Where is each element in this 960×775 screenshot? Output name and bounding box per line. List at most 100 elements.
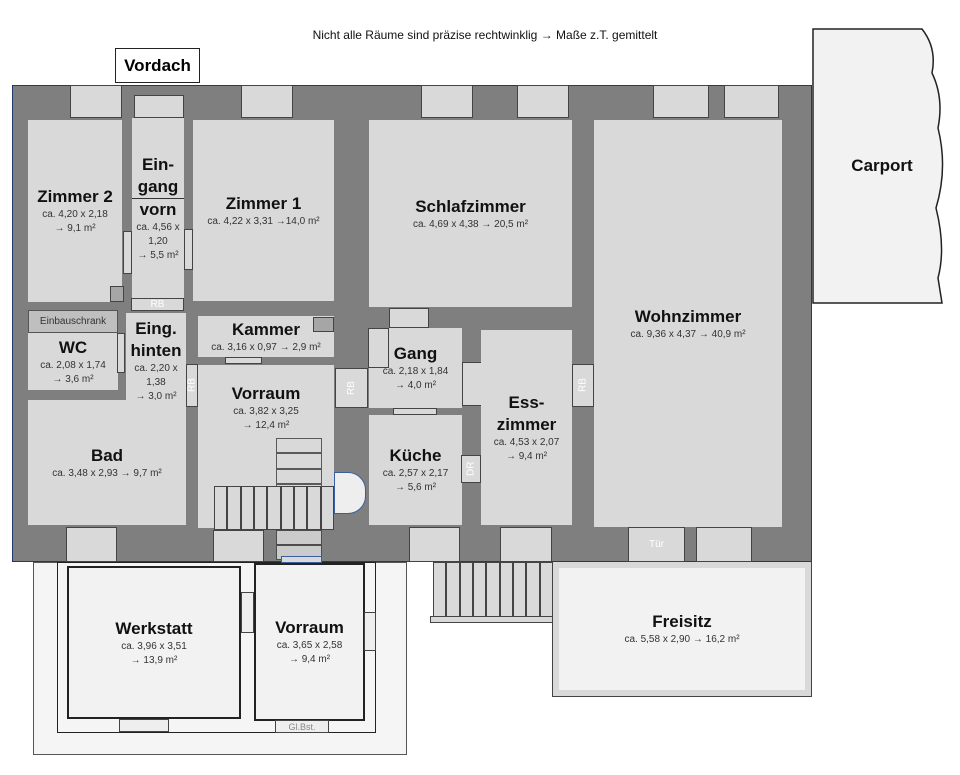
- outside-stairs: [433, 562, 553, 617]
- room-zimmer-1: Zimmer 1 ca. 4,22 x 3,31 →14,0 m²: [193, 120, 334, 301]
- room-eing-hinten: Eing. hinten ca. 2,20 x 1,38 → 3,0 m²: [126, 313, 186, 408]
- dr-label: DR: [461, 455, 481, 483]
- glass-block: Gl.Bst.: [275, 720, 329, 733]
- room-dims: ca. 4,69 x 4,38 → 20,5 m²: [412, 218, 529, 230]
- stair-step: [240, 486, 254, 530]
- room-dims: 1,38: [146, 376, 166, 388]
- room-name: zimmer: [496, 414, 557, 434]
- door: [225, 357, 262, 364]
- stair-step: [512, 562, 527, 617]
- window: [724, 85, 779, 118]
- room-name: Bad: [90, 445, 124, 465]
- room-dims: ca. 4,56 x: [136, 221, 180, 233]
- stair-step: [276, 468, 322, 484]
- room-kueche: Küche ca. 2,57 x 2,17 → 5,6 m²: [369, 415, 462, 525]
- closet: [389, 308, 429, 328]
- window: [517, 85, 569, 118]
- room-bad: Bad ca. 3,48 x 2,93 → 9,7 m²: [28, 400, 186, 525]
- room-zimmer-2: Zimmer 2 ca. 4,20 x 2,18 → 9,1 m²: [28, 120, 122, 302]
- room-name: Ess-: [508, 392, 545, 412]
- einbauschrank-label: Einbauschrank: [39, 315, 107, 327]
- stair-step: [539, 562, 553, 617]
- room-werkstatt: Werkstatt ca. 3,96 x 3,51 → 13,9 m²: [67, 566, 241, 719]
- stair-step: [276, 529, 322, 545]
- chimney: [313, 317, 334, 332]
- window: [119, 719, 169, 732]
- room-area: → 12,4 m²: [242, 420, 290, 431]
- window: [66, 527, 117, 562]
- room-area: → 13,9 m²: [130, 654, 178, 666]
- window: [364, 612, 376, 651]
- stair-step: [526, 562, 540, 617]
- room-dims: ca. 4,22 x 3,31 →14,0 m²: [207, 215, 320, 227]
- door: [462, 362, 482, 406]
- room-name: Wohnzimmer: [634, 306, 742, 326]
- terrace-door: Tür: [628, 527, 685, 562]
- room-name: Freisitz: [652, 612, 712, 631]
- stair-step: [446, 562, 460, 617]
- stair-step: [472, 562, 487, 617]
- window: [241, 85, 293, 118]
- stair-step: [486, 562, 500, 617]
- room-name: Zimmer 1: [225, 193, 302, 213]
- room-name: Vorraum: [275, 618, 344, 637]
- room-name: Zimmer 2: [37, 187, 113, 206]
- stair-step: [293, 486, 308, 530]
- room-dims: 1,20: [148, 235, 168, 247]
- stair-landing: [430, 616, 554, 623]
- plan-note: Nicht alle Räume sind präzise rechtwinkl…: [312, 28, 658, 42]
- room-name: gang: [132, 176, 184, 199]
- door: [117, 333, 125, 373]
- room-esszimmer: Ess- zimmer ca. 4,53 x 2,07 → 9,4 m²: [481, 330, 572, 525]
- room-area: → 9,1 m²: [54, 223, 96, 234]
- room-dims: ca. 4,20 x 2,18: [42, 209, 108, 220]
- carport-area: [812, 28, 944, 304]
- door: [368, 328, 389, 368]
- room-dims: ca. 2,08 x 1,74: [40, 359, 106, 371]
- door: [184, 229, 193, 270]
- door: [241, 592, 254, 633]
- einbauschrank: Einbauschrank: [28, 310, 118, 333]
- room-dims: ca. 3,65 x 2,58: [276, 640, 343, 651]
- rb-label: RB: [131, 298, 184, 311]
- room-name: Kammer: [231, 319, 301, 339]
- room-dims: ca. 4,53 x 2,07: [493, 436, 560, 448]
- room-dims: ca. 3,16 x 0,97 → 2,9 m²: [211, 341, 321, 353]
- stair-lift: [334, 472, 366, 514]
- front-door: [134, 95, 184, 118]
- room-dims: ca. 2,18 x 1,84: [382, 366, 449, 377]
- stair-step: [214, 486, 228, 530]
- room-area: → 5,5 m²: [137, 249, 179, 261]
- stair-step: [267, 486, 281, 530]
- staircase-horizontal: [214, 486, 334, 530]
- door: [281, 556, 322, 563]
- stair-step: [433, 562, 447, 617]
- window: [70, 85, 122, 118]
- room-name: Küche: [389, 446, 442, 465]
- stair-step: [227, 486, 241, 530]
- room-area: → 5,6 m²: [394, 482, 437, 493]
- stair-step: [280, 486, 294, 530]
- window: [500, 527, 552, 562]
- room-name: vorn: [139, 199, 177, 219]
- room-name: Schlafzimmer: [415, 196, 526, 216]
- room-eingang-vorn: Ein- gang vorn ca. 4,56 x 1,20 → 5,5 m²: [132, 118, 184, 298]
- room-area: → 9,4 m²: [505, 450, 548, 462]
- window: [653, 85, 709, 118]
- rb-label: RB: [572, 364, 594, 407]
- room-name: Eing.: [135, 318, 177, 338]
- room-vorraum-annex: Vorraum ca. 3,65 x 2,58 → 9,4 m²: [254, 563, 365, 721]
- window: [696, 527, 752, 562]
- carport-label: Carport: [851, 156, 913, 175]
- rb-label: RB: [335, 368, 368, 408]
- room-wc: WC ca. 2,08 x 1,74 → 3,6 m²: [28, 333, 118, 390]
- stair-step: [253, 486, 268, 530]
- vordach-label: Vordach: [115, 48, 200, 83]
- stair-step: [320, 486, 334, 530]
- room-wohnzimmer: Wohnzimmer ca. 9,36 x 4,37 → 40,9 m²: [594, 120, 782, 527]
- window: [409, 527, 460, 562]
- room-dims: ca. 2,57 x 2,17: [382, 468, 449, 479]
- room-name: WC: [58, 337, 88, 357]
- window: [213, 530, 264, 562]
- window: [421, 85, 473, 118]
